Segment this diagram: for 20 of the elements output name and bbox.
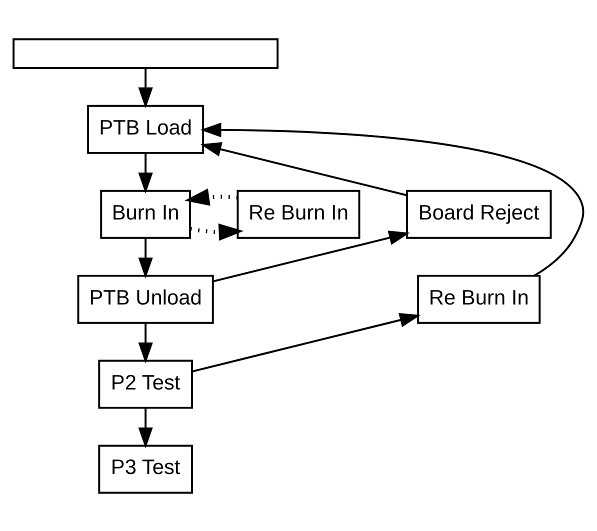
- arrow: [190, 222, 244, 240]
- node-box: P3 Test: [98, 444, 193, 494]
- arrow: [200, 142, 408, 196]
- node-box: PTB Load: [87, 104, 204, 154]
- node-box: PTB Unload: [77, 274, 214, 324]
- node-box: Burn In: [100, 189, 191, 238]
- node-box: [12, 38, 279, 68]
- arrow: [138, 68, 153, 108]
- node-box: P2 Test: [98, 359, 193, 408]
- arrow: [138, 322, 153, 363]
- arrow: [138, 408, 153, 448]
- arrow: [138, 152, 153, 194]
- arrow: [213, 230, 410, 282]
- node-box: Re Burn In: [236, 189, 360, 238]
- node-box: Re Burn In: [417, 274, 541, 324]
- arrow: [200, 122, 584, 276]
- arrow: [138, 238, 153, 278]
- arrow: [184, 188, 238, 206]
- arrow: [192, 312, 421, 372]
- node-box: Board Reject: [406, 189, 552, 238]
